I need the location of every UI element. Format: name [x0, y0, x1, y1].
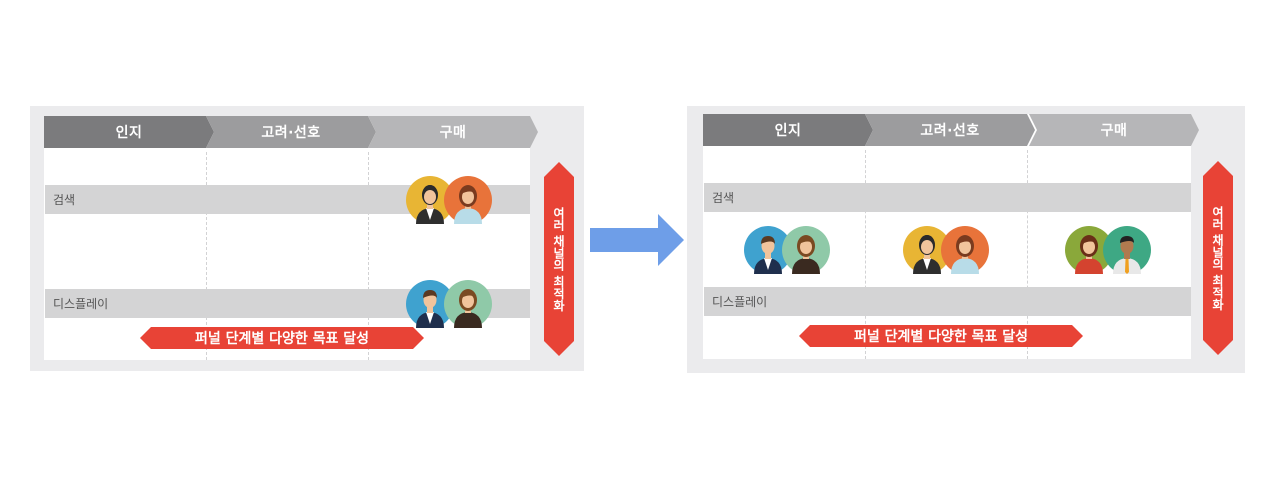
- businesswoman-icon: [406, 176, 454, 224]
- man-icon: [1103, 226, 1151, 274]
- woman-icon: [941, 226, 989, 274]
- stage-label: 고려·선호: [920, 123, 980, 139]
- funnel-goal-arrow: [140, 327, 424, 349]
- businessman-icon: [406, 280, 454, 328]
- stage-divider: [206, 152, 207, 360]
- channel-optimization-label: 여러 채널의 최적화: [551, 206, 566, 312]
- funnel-goal-arrow: [799, 325, 1083, 347]
- stage-label: 인지: [115, 125, 143, 141]
- woman-icon: [444, 280, 492, 328]
- search-channel-band: 검색: [704, 183, 1191, 212]
- before-funnel-area: [44, 116, 530, 360]
- businesswoman-icon: [903, 226, 951, 274]
- channel-optimization-arrow: [544, 162, 574, 356]
- before-panel: 인지 고려·선호 구매 검색 디스플레이: [30, 106, 584, 371]
- stage-divider: [1027, 150, 1028, 359]
- stage-label: 구매: [1100, 123, 1128, 139]
- woman-icon: [1065, 226, 1113, 274]
- stage-label: 고려·선호: [261, 125, 321, 141]
- channel-optimization-arrow: [1203, 161, 1233, 355]
- stage-divider: [368, 152, 369, 360]
- funnel-goal-label: 퍼널 단계별 다양한 목표 달성: [194, 331, 370, 347]
- businessman-icon: [744, 226, 792, 274]
- stage-divider: [865, 150, 866, 359]
- after-stage-bar: 인지 고려·선호 구매: [703, 114, 1201, 146]
- stage-awareness: 인지: [703, 114, 873, 146]
- stage-purchase: 구매: [1029, 114, 1199, 146]
- woman-icon: [444, 176, 492, 224]
- after-panel: 인지 고려·선호 구매 검색 디스플레이: [687, 106, 1245, 373]
- stage-label: 구매: [439, 125, 467, 141]
- stage-label: 인지: [774, 123, 802, 139]
- woman-icon: [782, 226, 830, 274]
- channel-optimization-label: 여러 채널의 최적화: [1210, 205, 1225, 311]
- stage-consideration: 고려·선호: [865, 114, 1035, 146]
- funnel-goal-label: 퍼널 단계별 다양한 목표 달성: [853, 329, 1029, 345]
- stage-consideration: 고려·선호: [206, 116, 376, 148]
- display-channel-band: 디스플레이: [704, 287, 1191, 316]
- stage-awareness: 인지: [44, 116, 214, 148]
- before-stage-bar: 인지 고려·선호 구매: [44, 116, 540, 148]
- stage-purchase: 구매: [368, 116, 538, 148]
- transition-arrow: [590, 214, 684, 266]
